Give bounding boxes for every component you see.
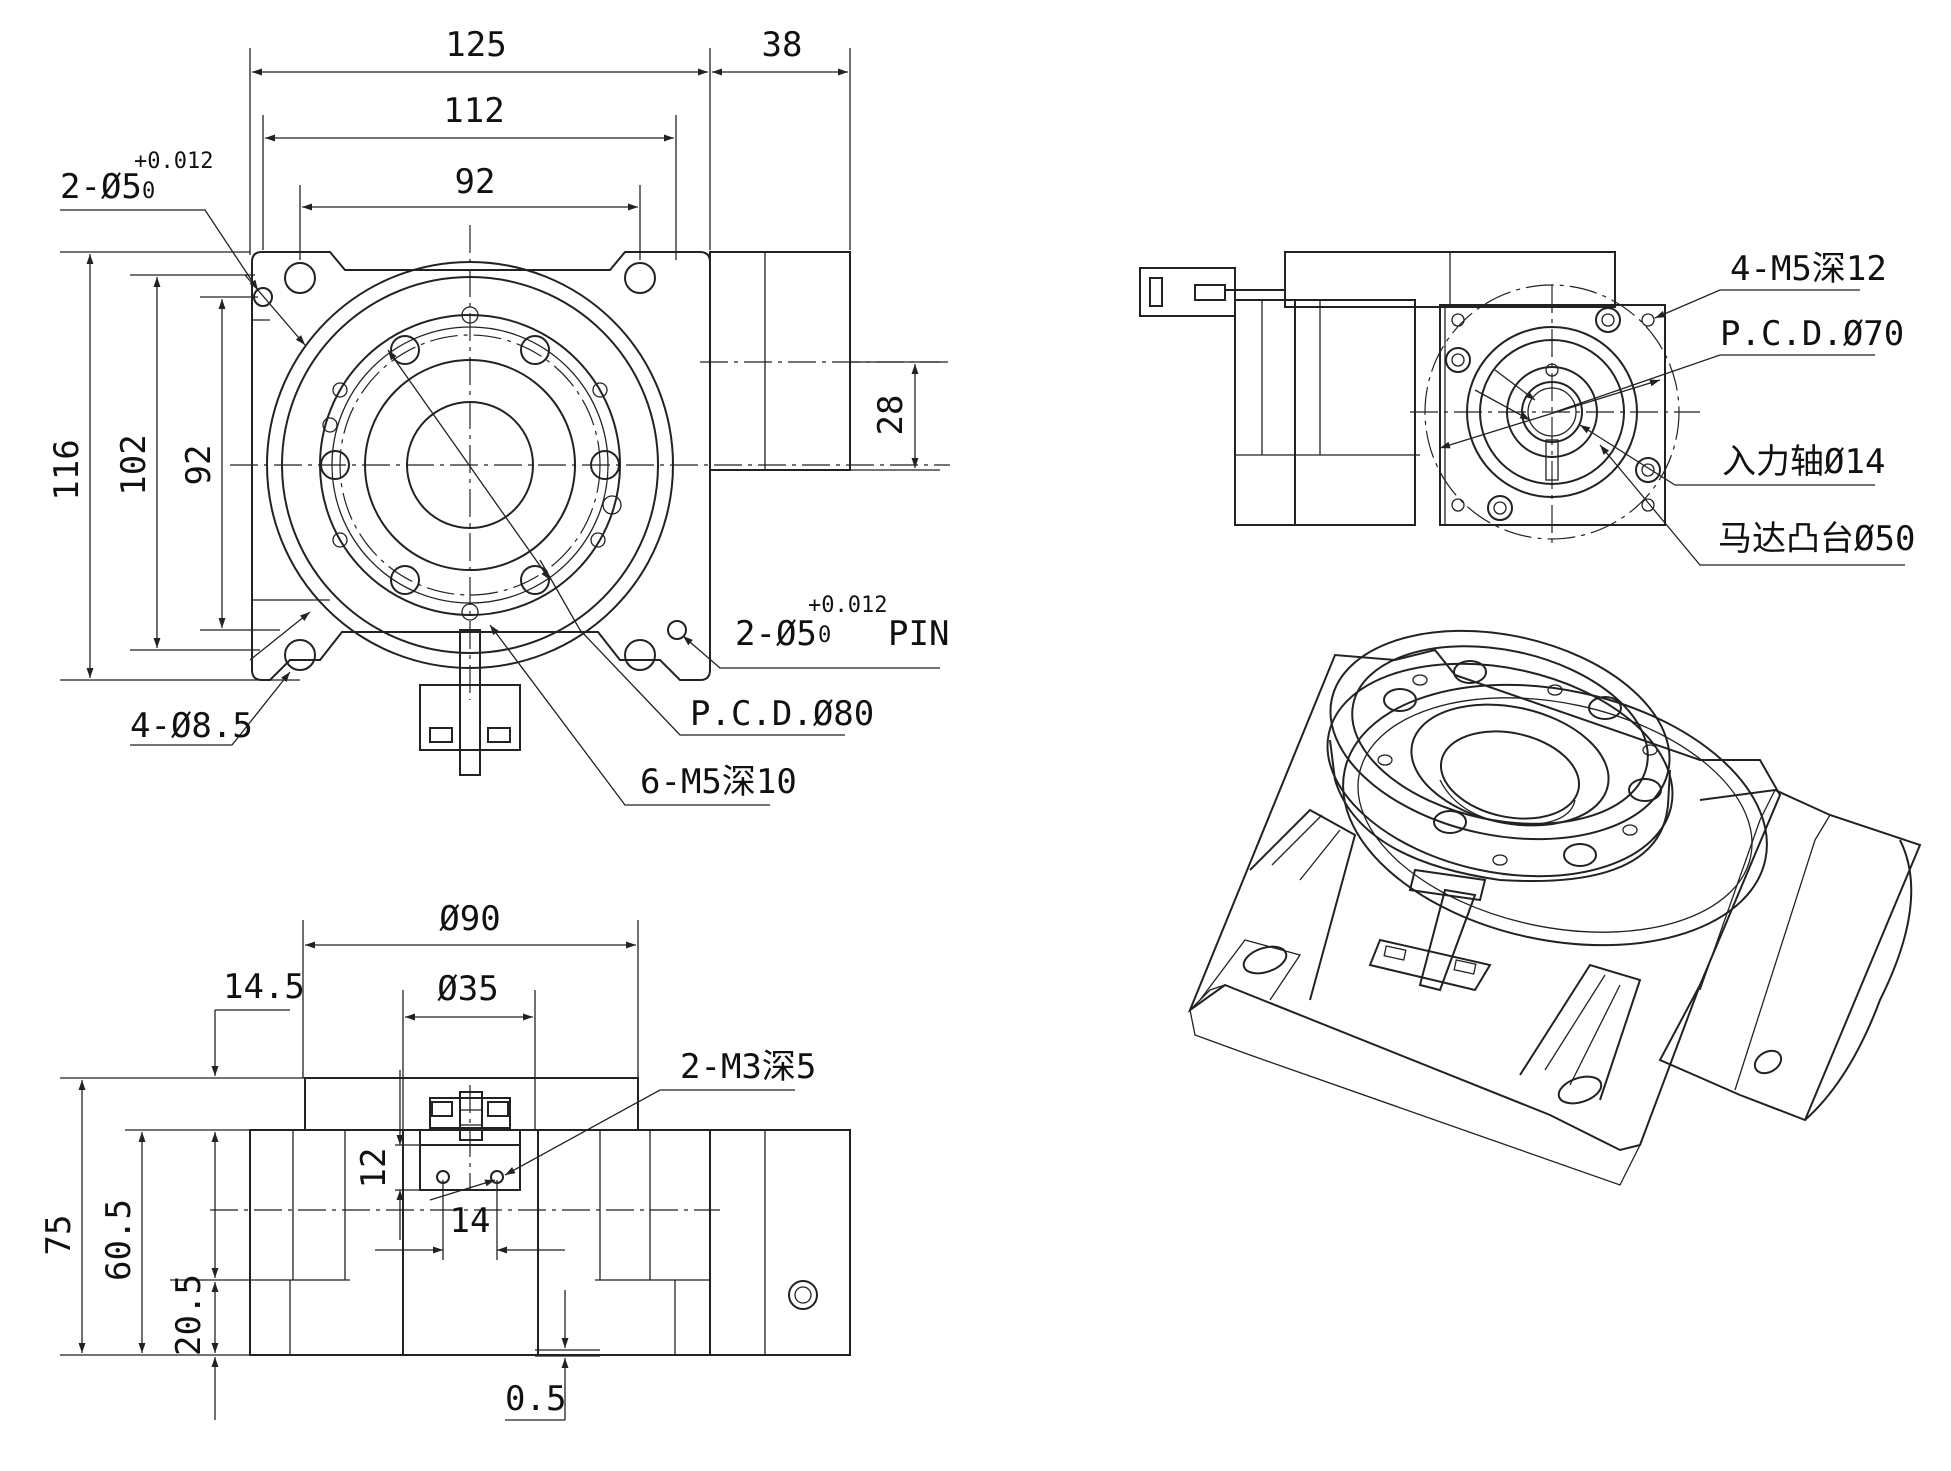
pcd-70-label: P.C.D.Ø70: [1720, 314, 1904, 354]
input-shaft-label: 入力轴Ø14: [1722, 442, 1885, 482]
dim-38: 38: [762, 25, 803, 65]
isometric-view: [1187, 629, 1922, 1186]
side-view: 4-M5深12 P.C.D.Ø70 入力轴Ø14 马达凸台Ø50: [1139, 249, 1915, 566]
pin-word: PIN: [888, 614, 949, 654]
dim-d90: Ø90: [439, 899, 500, 939]
pin-hole-tolerance-lower: 0: [142, 179, 155, 204]
motor-boss-label: 马达凸台Ø50: [1718, 519, 1915, 559]
m3-thread-label: 2-M3深5: [680, 1047, 816, 1087]
front-view: Ø90 Ø35 2-M3深5: [39, 899, 851, 1421]
pcd-80-label: P.C.D.Ø80: [690, 694, 874, 734]
dim-75: 75: [39, 1215, 79, 1256]
pin-hole-label: 2-Ø5: [60, 167, 142, 207]
dim-14-5: 14.5: [223, 967, 305, 1007]
dim-102: 102: [114, 434, 154, 495]
dim-60-5: 60.5: [99, 1199, 139, 1281]
pin-label-bottom-tolerance-lower: 0: [818, 623, 831, 648]
pin-hole-tolerance-upper: +0.012: [134, 149, 213, 174]
top-view: 125 38 112 92 116 102 92: [47, 25, 950, 806]
dim-92-horizontal: 92: [455, 162, 496, 202]
dim-92-vertical: 92: [179, 445, 219, 486]
pin-label-bottom-tolerance-upper: +0.012: [808, 593, 887, 618]
dim-0-5: 0.5: [505, 1379, 566, 1419]
dim-12: 12: [354, 1148, 394, 1189]
dim-14: 14: [450, 1201, 491, 1241]
pin-label-bottom: 2-Ø5: [735, 614, 817, 654]
dim-116: 116: [47, 439, 87, 500]
dim-d35: Ø35: [437, 969, 498, 1009]
dim-125: 125: [445, 25, 506, 65]
dim-112: 112: [443, 91, 504, 131]
mount-holes-label: 4-Ø8.5: [130, 706, 253, 746]
dim-28: 28: [871, 395, 911, 436]
motor-thread-label: 4-M5深12: [1730, 249, 1887, 289]
thread-6-m5-label: 6-M5深10: [640, 762, 797, 802]
dim-20-5: 20.5: [169, 1274, 209, 1356]
